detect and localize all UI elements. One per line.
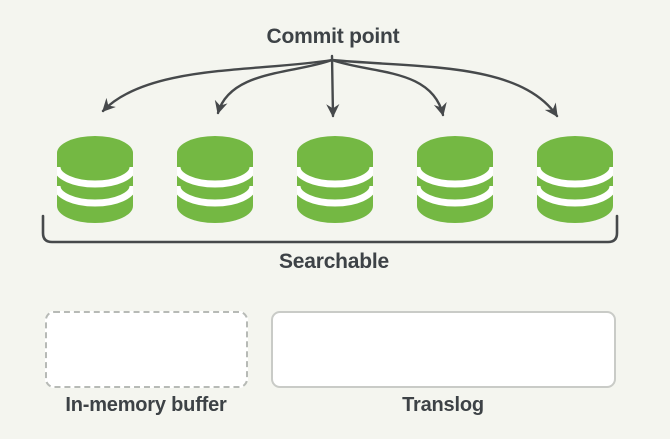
in-memory-buffer-label: In-memory buffer: [65, 394, 227, 416]
commit-arrow-3: [326, 54, 340, 118]
database-cylinder-icon: [537, 136, 613, 223]
commit-point-title: Commit point: [266, 25, 400, 48]
commit-arrow-2: [214, 58, 334, 115]
searchable-label: Searchable: [278, 250, 390, 273]
commit-arrow-1: [101, 58, 334, 113]
database-cylinder-icon: [417, 136, 493, 223]
commit-arrow-4: [330, 58, 447, 117]
segment-cylinder-row: [57, 136, 613, 224]
database-cylinder-icon: [177, 136, 253, 223]
translog-label: Translog: [402, 394, 484, 416]
database-cylinder-icon: [57, 136, 133, 223]
commit-arrow-5: [330, 58, 559, 118]
in-memory-buffer-box: [45, 311, 248, 388]
translog-box: [271, 311, 616, 388]
database-cylinder-icon: [297, 136, 373, 223]
